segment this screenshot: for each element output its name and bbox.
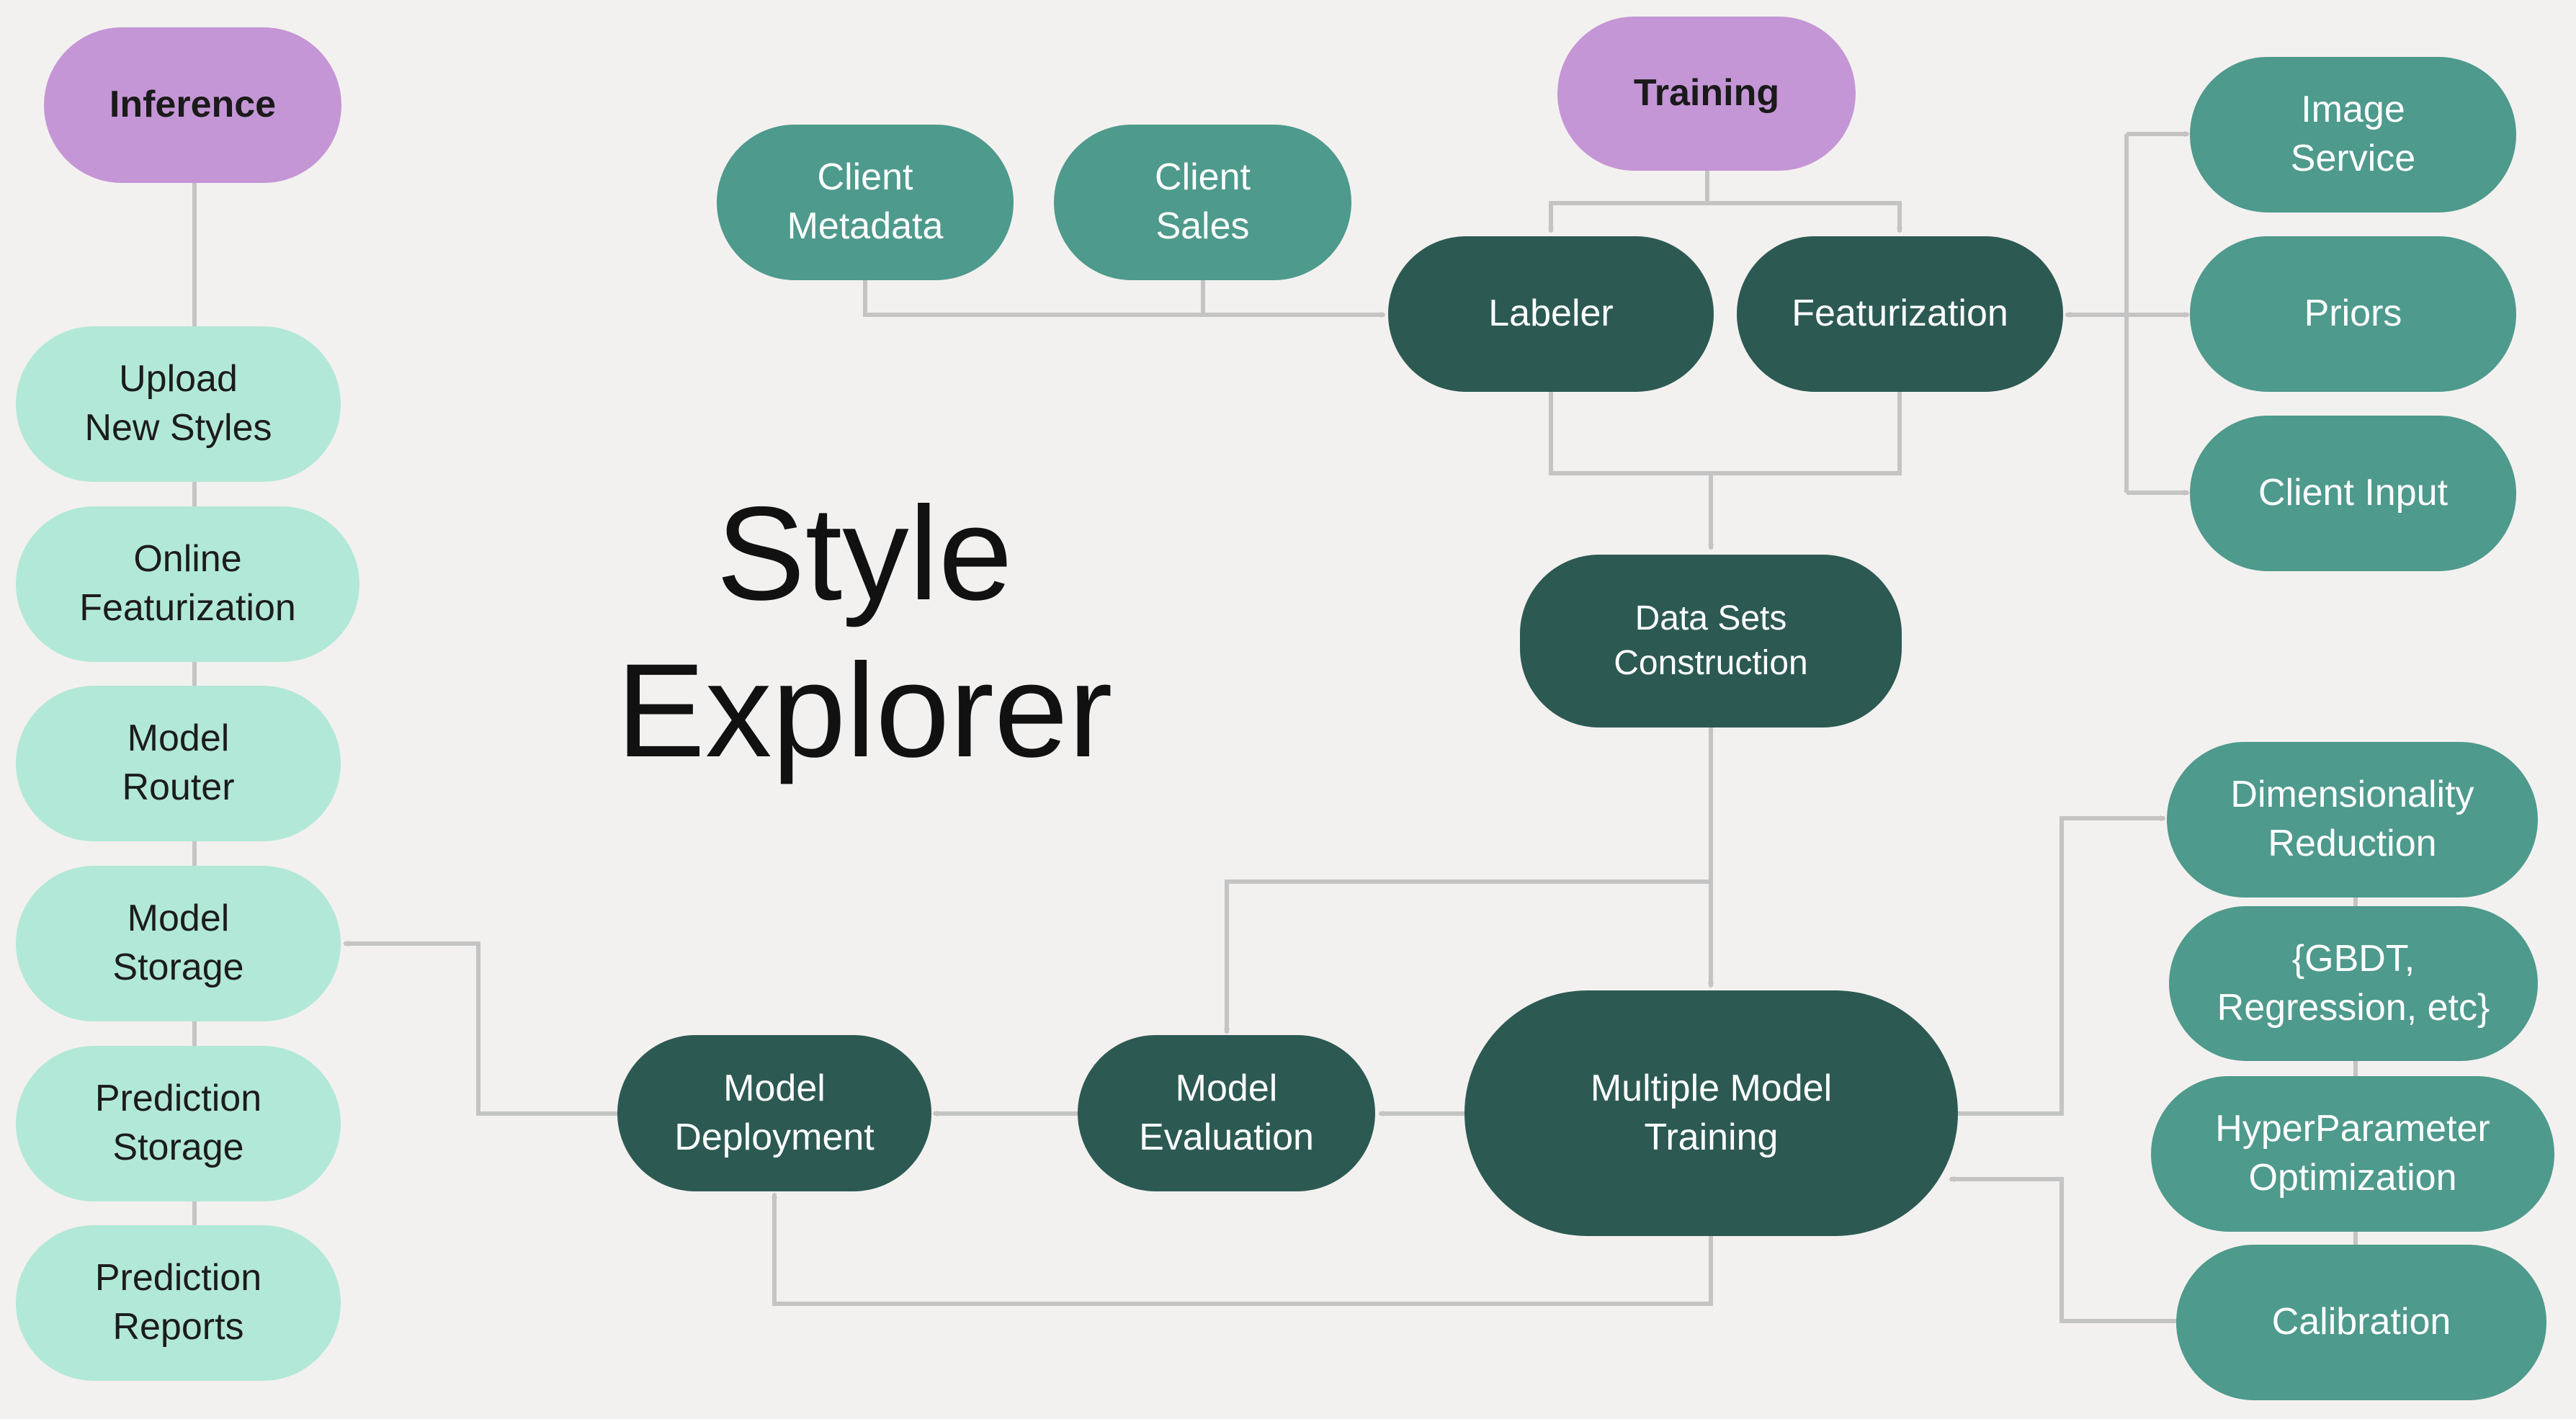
client-input-label: Client Input — [2258, 472, 2448, 514]
client-metadata-connector — [863, 277, 1387, 318]
client-input-node: Client Input — [2190, 416, 2516, 571]
labeler-merge-connector — [1549, 391, 1902, 475]
model-storage-label: Model Storage — [112, 897, 244, 988]
dimensionality-reduction-label: Dimensionality Reduction — [2230, 774, 2474, 864]
model-evaluation-label: Model Evaluation — [1139, 1067, 1314, 1158]
training-to-labeler-connector — [1547, 201, 1707, 234]
prediction-reports-node: Prediction Reports — [16, 1225, 341, 1381]
mmt-to-dimensionality-connector — [1957, 815, 2167, 1116]
image-service-node: Image Service — [2190, 57, 2516, 212]
training-header: Training — [1557, 17, 1856, 171]
online-featurization-node: Online Featurization — [16, 506, 359, 662]
prediction-storage-label: Prediction Storage — [94, 1078, 262, 1168]
model-deployment-node: Model Deployment — [617, 1035, 931, 1191]
featurization-node: Featurization — [1737, 236, 2063, 392]
inference-header-label: Inference — [109, 84, 277, 126]
calibration-to-mmt-connector — [1948, 1176, 2177, 1323]
hyperparameter-optimization-label: HyperParameter Optimization — [2215, 1108, 2490, 1199]
priors-node: Priors — [2190, 236, 2516, 392]
data-sets-construction-label: Data Sets Construction — [1614, 599, 1808, 682]
upload-new-styles-label: Upload New Styles — [84, 358, 272, 449]
inference-header: Inference — [44, 27, 341, 183]
training-to-featurization-connector — [1707, 201, 1903, 234]
training-header-label: Training — [1633, 72, 1780, 115]
model-evaluation-node: Model Evaluation — [1078, 1035, 1375, 1191]
prediction-storage-node: Prediction Storage — [16, 1046, 341, 1201]
client-metadata-node: Client Metadata — [717, 125, 1014, 280]
priors-label: Priors — [2304, 292, 2402, 335]
client-sales-node: Client Sales — [1054, 125, 1351, 280]
upload-new-styles-node: Upload New Styles — [16, 326, 341, 482]
deployment-to-model-storage-connector — [342, 940, 617, 1116]
calibration-node: Calibration — [2176, 1245, 2546, 1400]
online-featurization-label: Online Featurization — [79, 538, 296, 629]
model-deployment-label: Model Deployment — [674, 1067, 875, 1158]
calibration-label: Calibration — [2271, 1301, 2451, 1343]
data-sets-construction-node: Data Sets Construction — [1520, 555, 1902, 728]
gbdt-regression-label: {GBDT, Regression, etc} — [2217, 937, 2490, 1029]
hyperparameter-optimization-node: HyperParameter Optimization — [2151, 1076, 2554, 1232]
image-service-label: Image Service — [2290, 89, 2416, 179]
multiple-model-training-label: Multiple Model Training — [1590, 1067, 1833, 1158]
labeler-label: Labeler — [1488, 292, 1614, 335]
model-storage-node: Model Storage — [16, 866, 341, 1021]
model-router-label: Model Router — [122, 717, 235, 808]
gbdt-regression-node: {GBDT, Regression, etc} — [2169, 906, 2538, 1061]
labeler-node: Labeler — [1388, 236, 1714, 392]
diagram-title: Style Explorer — [616, 480, 1113, 786]
mmt-to-deployment-connector — [771, 1191, 1713, 1306]
prediction-reports-label: Prediction Reports — [94, 1257, 262, 1348]
client-metadata-label: Client Metadata — [787, 156, 944, 247]
client-sales-label: Client Sales — [1155, 156, 1251, 247]
featurization-label: Featurization — [1792, 292, 2008, 335]
datasets-to-evaluation-connector — [1223, 879, 1711, 1035]
multiple-model-training-node: Multiple Model Training — [1464, 990, 1958, 1236]
dimensionality-reduction-node: Dimensionality Reduction — [2167, 742, 2538, 897]
model-router-node: Model Router — [16, 686, 341, 841]
